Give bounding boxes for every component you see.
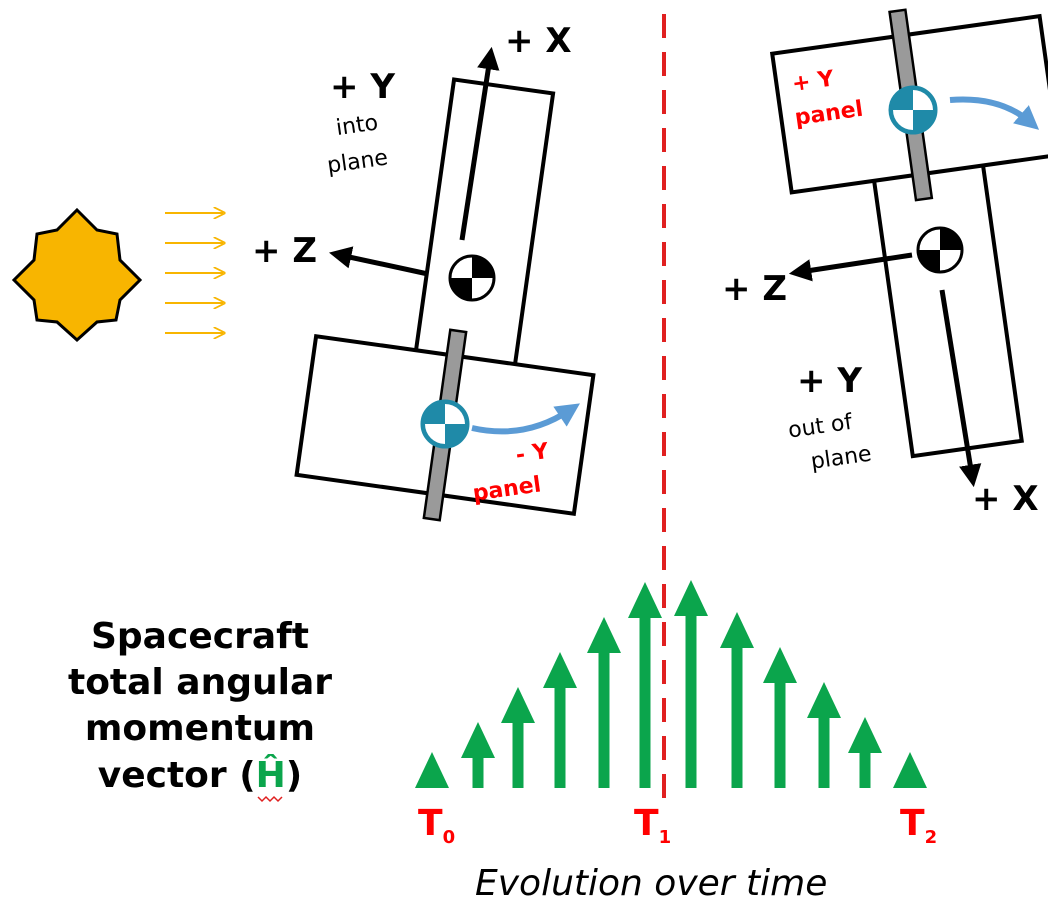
left-z-axis-label: + Z [252,231,317,271]
right-y-axis-label: + Y [797,361,862,401]
momentum-arrow-head [628,582,662,618]
momentum-arrow-shaft [774,683,786,788]
right-x-axis-arrow [939,289,982,488]
t2-label: T2 [900,803,937,848]
momentum-arrow-head [543,652,577,688]
caption-line1: Spacecraft [91,616,309,657]
momentum-arrow-head [893,752,927,788]
momentum-arrow-head [848,717,882,753]
left-rotation-arrow [471,403,580,435]
left-y-axis-label: + Y [330,67,395,107]
momentum-vector-symbol: Ĥ [256,754,286,796]
right-z-axis-arrow [788,252,913,282]
caption-line2: total angular [68,662,332,703]
left-y-note-line2: plane [326,145,390,178]
momentum-arrow-shaft [859,753,871,788]
left-x-axis-label: + X [505,21,572,61]
right-panel-label-line1: + Y [790,66,836,97]
spellcheck-squiggle [257,795,283,803]
momentum-arrow-head [720,612,754,648]
momentum-arrow-shaft [554,688,566,788]
t0-label: T0 [418,803,455,848]
left-y-note-line1: into [334,110,379,141]
right-y-note-line2: plane [809,441,873,474]
sun-rays [165,213,223,333]
left-reaction-wheel-icon [420,399,470,449]
caption-line4-suffix: ) [286,755,302,796]
momentum-arrow-head [807,682,841,718]
momentum-arrow-head [415,752,449,788]
sun-icon [11,207,143,343]
momentum-arrows [415,580,927,788]
right-spacecraft [769,8,1048,488]
momentum-arrow-head [763,647,797,683]
right-rotation-arrow [949,96,1040,130]
momentum-arrow-shaft [472,758,484,788]
left-panel-label-line1: - Y [514,439,551,468]
momentum-caption: Spacecraft total angular momentum vector… [68,616,332,796]
momentum-arrow-shaft [639,618,651,788]
momentum-arrow-shaft [731,648,743,788]
right-z-axis-label: + Z [722,269,787,309]
momentum-arrow-shaft [818,718,830,788]
momentum-arrow-shaft [685,616,697,788]
momentum-arrow-head [501,687,535,723]
right-center-of-mass-icon [916,226,964,274]
momentum-arrow-shaft [512,723,524,788]
momentum-arrow-head [674,580,708,616]
momentum-arrow-head [587,617,621,653]
caption-line4-prefix: vector ( [98,755,256,796]
left-x-axis-arrow [459,46,500,241]
momentum-arrow-shaft [598,653,610,788]
caption-line4: vector (Ĥ) [98,754,303,796]
left-z-axis-arrow [329,246,429,277]
left-spacecraft-body [410,77,556,393]
momentum-arrow-head [461,722,495,758]
right-y-note-line1: out of [787,410,855,444]
t1-label: T1 [634,803,671,848]
caption-line3: momentum [85,708,315,749]
left-spacecraft [294,46,596,522]
evolution-label: Evolution over time [475,863,827,900]
right-x-axis-label: + X [972,479,1039,519]
left-center-of-mass-icon [448,254,496,302]
right-reaction-wheel-icon [888,85,938,135]
